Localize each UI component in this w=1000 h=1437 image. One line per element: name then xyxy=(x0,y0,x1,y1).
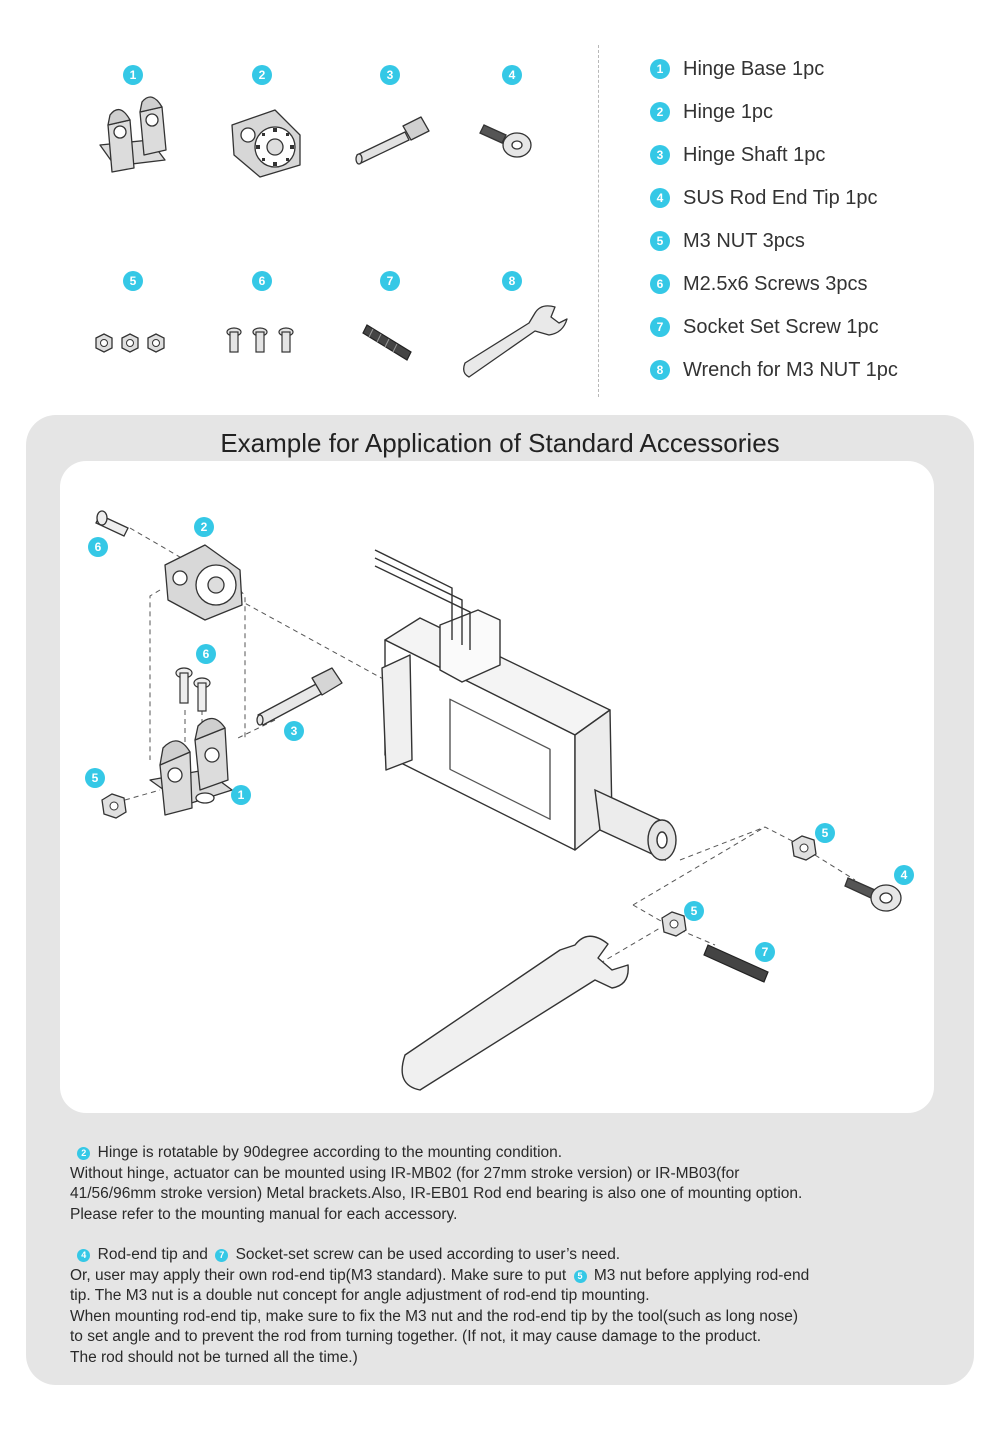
part-number-8: 8 xyxy=(502,271,522,291)
callout-nut-lower: 5 xyxy=(684,901,704,921)
inline-badge-2: 2 xyxy=(77,1147,91,1160)
legend-badge: 5 xyxy=(650,231,670,251)
note-text: Rod-end tip and xyxy=(97,1246,208,1263)
legend-label: Wrench for M3 NUT 1pc xyxy=(683,359,898,381)
note-1-line-4: Please refer to the mounting manual for … xyxy=(70,1205,458,1223)
legend-badge: 6 xyxy=(650,274,670,294)
note-1-line-3: 41/56/96mm stroke version) Metal bracket… xyxy=(70,1185,803,1202)
rod-end-tip-illustration xyxy=(479,124,532,158)
callout-hinge: 2 xyxy=(194,517,214,537)
callout-hinge-shaft: 3 xyxy=(284,721,304,741)
part-number-7: 7 xyxy=(380,271,400,291)
m3-nuts-illustration xyxy=(95,333,165,353)
legend-item-m3-nut: 5 M3 NUT 3pcs xyxy=(650,228,898,271)
hinge-shaft-illustration xyxy=(355,116,430,165)
part-number-5: 5 xyxy=(123,271,143,291)
note-2-line-3: tip. The M3 nut is a double nut concept … xyxy=(70,1287,650,1304)
vertical-divider xyxy=(598,45,599,397)
part-number-2: 2 xyxy=(252,65,272,85)
note-text: Hinge is rotatable by 90degree according… xyxy=(97,1144,563,1161)
legend-item-set-screw: 7 Socket Set Screw 1pc xyxy=(650,314,898,357)
note-2-line-6: The rod should not be turned all the tim… xyxy=(70,1348,358,1366)
legend-label: SUS Rod End Tip 1pc xyxy=(683,187,878,209)
legend-badge: 3 xyxy=(650,145,670,165)
example-title: Example for Application of Standard Acce… xyxy=(220,428,780,458)
inline-badge-5: 5 xyxy=(573,1269,587,1283)
m25-screws-illustration xyxy=(226,327,294,353)
inline-badge-7: 7 xyxy=(215,1249,229,1262)
part-number-4: 4 xyxy=(502,65,522,85)
part-number-1: 1 xyxy=(123,65,143,85)
legend-item-hinge: 2 Hinge 1pc xyxy=(650,99,898,142)
legend-label: M2.5x6 Screws 3pcs xyxy=(683,273,868,295)
legend-item-wrench: 8 Wrench for M3 NUT 1pc xyxy=(650,357,898,400)
note-2-line-4: When mounting rod-end tip, make sure to … xyxy=(70,1307,799,1325)
legend-label: Hinge Base 1pc xyxy=(683,58,825,80)
legend-item-rod-end-tip: 4 SUS Rod End Tip 1pc xyxy=(650,185,898,228)
legend-label: Socket Set Screw 1pc xyxy=(683,316,879,338)
hinge-illustration xyxy=(231,109,301,178)
parts-legend: 1 Hinge Base 1pc 2 Hinge 1pc 3 Hinge Sha… xyxy=(650,56,898,400)
note-text: Socket-set screw can be used according t… xyxy=(235,1246,621,1263)
note-text: Or, user may apply their own rod-end tip… xyxy=(70,1266,567,1284)
legend-badge: 7 xyxy=(650,317,670,337)
legend-item-hinge-base: 1 Hinge Base 1pc xyxy=(650,56,898,99)
note-text: M3 nut before applying rod-end xyxy=(593,1266,810,1284)
socket-set-screw-illustration xyxy=(362,324,412,361)
callout-nut-left: 5 xyxy=(85,768,105,788)
callout-screw: 6 xyxy=(88,537,108,557)
legend-badge: 2 xyxy=(650,102,670,122)
callout-rod-end-tip: 4 xyxy=(894,865,914,885)
callout-screws-pair: 6 xyxy=(196,644,216,664)
callout-set-screw: 7 xyxy=(755,942,775,962)
note-1-line-1: 2 Hinge is rotatable by 90degree accordi… xyxy=(70,1143,940,1164)
legend-label: M3 NUT 3pcs xyxy=(683,230,805,252)
inline-badge-4: 4 xyxy=(77,1249,91,1262)
note-2-line-5: to set angle and to prevent the rod from… xyxy=(70,1328,762,1345)
assembly-diagram-area: 6 2 6 3 5 1 5 4 5 7 xyxy=(60,461,934,1113)
legend-badge: 4 xyxy=(650,188,670,208)
note-2-line-2: Or, user may apply their own rod-end tip… xyxy=(70,1266,940,1287)
note-2-line-1: 4 Rod-end tip and 7 Socket-set screw can… xyxy=(70,1245,940,1266)
note-1-line-2: Without hinge, actuator can be mounted u… xyxy=(70,1164,740,1182)
part-number-6: 6 xyxy=(252,271,272,291)
legend-label: Hinge 1pc xyxy=(683,101,774,123)
callout-hinge-base: 1 xyxy=(231,785,251,805)
legend-item-screws: 6 M2.5x6 Screws 3pcs xyxy=(650,271,898,314)
hinge-base-illustration xyxy=(99,96,167,173)
legend-badge: 8 xyxy=(650,360,670,380)
notes-section: 2 Hinge is rotatable by 90degree accordi… xyxy=(70,1143,940,1368)
legend-label: Hinge Shaft 1pc xyxy=(683,144,826,166)
legend-item-hinge-shaft: 3 Hinge Shaft 1pc xyxy=(650,142,898,185)
exploded-assembly-diagram xyxy=(95,510,902,1091)
part-number-3: 3 xyxy=(380,65,400,85)
legend-badge: 1 xyxy=(650,59,670,79)
callout-nut-right: 5 xyxy=(815,823,835,843)
wrench-illustration xyxy=(463,305,568,378)
